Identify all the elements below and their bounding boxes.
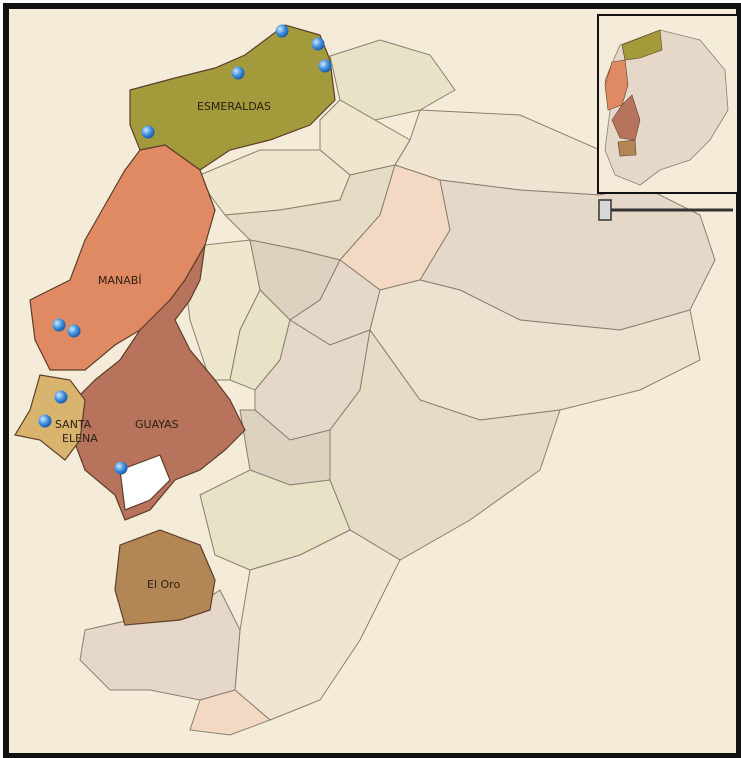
province-el-oro[interactable] — [114, 529, 216, 626]
guayas-island — [119, 454, 171, 511]
map-frame — [3, 3, 741, 758]
location-marker[interactable] — [114, 461, 128, 475]
neutral-provinces — [79, 39, 716, 736]
location-marker[interactable] — [67, 324, 81, 338]
location-marker[interactable] — [38, 414, 52, 428]
inset-overview-map[interactable] — [597, 14, 739, 194]
location-markers — [38, 24, 332, 475]
province-loja-south[interactable] — [189, 689, 271, 736]
location-marker[interactable] — [231, 66, 245, 80]
location-marker[interactable] — [52, 318, 66, 332]
province-guayas[interactable] — [69, 244, 246, 521]
location-marker[interactable] — [54, 390, 68, 404]
location-marker[interactable] — [311, 37, 325, 51]
location-marker[interactable] — [141, 125, 155, 139]
inset-el-oro — [617, 139, 637, 157]
label-guayas: GUAYAS — [135, 418, 179, 431]
highlighted-provinces — [14, 24, 336, 626]
label-el-oro: El Oro — [147, 578, 180, 591]
inset-esmeraldas — [621, 29, 663, 61]
label-manabi: MANABÍ — [98, 274, 142, 287]
label-esmeraldas: ESMERALDAS — [197, 100, 271, 113]
zoom-slider[interactable] — [598, 199, 733, 221]
province-manabi[interactable] — [29, 144, 216, 371]
label-santa-elena-1: SANTA — [55, 418, 92, 431]
location-marker[interactable] — [318, 59, 332, 73]
zoom-slider-handle[interactable] — [598, 199, 612, 221]
label-santa-elena-2: ELENA — [62, 432, 98, 445]
location-marker[interactable] — [275, 24, 289, 38]
inset-country — [604, 29, 729, 186]
